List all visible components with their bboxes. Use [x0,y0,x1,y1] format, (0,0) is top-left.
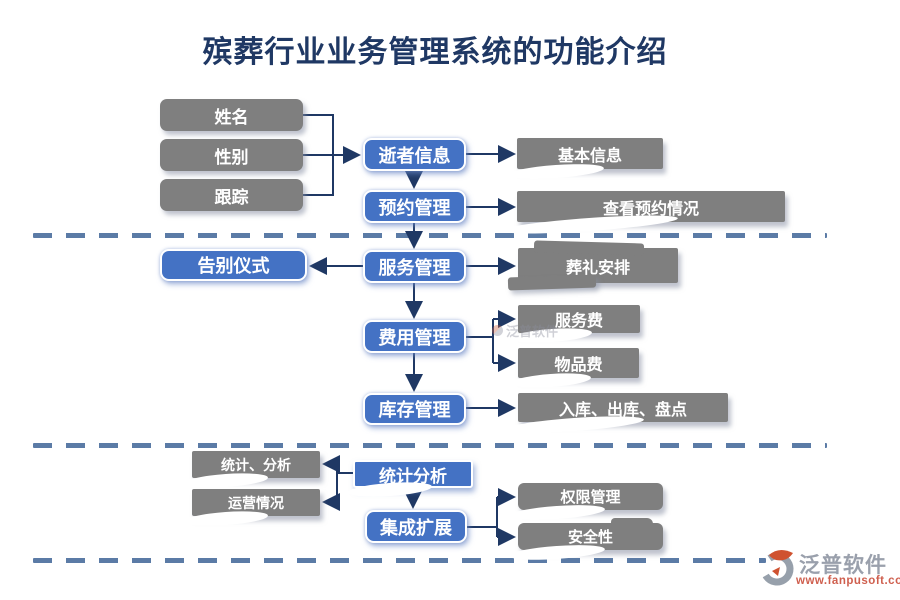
node-item-fee: 物品费 [518,348,639,378]
node-booking-management: 预约管理 [363,190,466,223]
connector-integration-branch [467,497,498,537]
node-funeral-arrangement: 葬礼安排 [518,248,678,283]
node-name: 姓名 [160,99,303,131]
fanpu-logo-icon [760,549,794,586]
watermark: 泛普软件 [492,321,558,340]
node-gender: 性别 [160,139,303,171]
page-title: 殡葬行业业务管理系统的功能介绍 [202,36,668,69]
node-permission-management: 权限管理 [518,483,663,510]
node-security: 安全性 [518,518,663,550]
node-service-fee: 服务费 [518,305,640,333]
node-inventory-operations: 入库、出库、盘点 [518,393,728,422]
node-farewell-ceremony: 告别仪式 [160,249,307,281]
node-inventory-management: 库存管理 [363,393,466,425]
node-tracking: 跟踪 [160,179,303,211]
section-divider-2 [33,443,827,448]
section-divider-3 [33,558,766,563]
fanpu-logo-url: www.fanpusoft.com [796,575,900,587]
fanpu-logo-name: 泛普软件 [799,554,887,577]
connector-fee-branch [466,319,494,363]
node-operation-status: 运营情况 [192,489,320,516]
node-integration-extension: 集成扩展 [365,510,467,543]
connector-input-bracket [303,114,334,196]
watermark-text: 泛普软件 [506,324,559,339]
fanpu-logo: 泛普软件 www.fanpusoft.com [760,545,900,593]
node-statistics-analysis: 统计分析 [353,460,473,488]
node-statistics-detail: 统计、分析 [192,451,320,478]
connector-stats-branch [336,464,353,502]
node-service-management: 服务管理 [363,250,466,283]
section-divider-1 [33,233,827,238]
node-fee-management: 费用管理 [363,320,466,353]
watermark-logo-icon [492,325,503,336]
node-basic-info: 基本信息 [517,138,663,169]
node-view-booking-status: 查看预约情况 [517,191,785,222]
node-deceased-info: 逝者信息 [363,138,466,171]
